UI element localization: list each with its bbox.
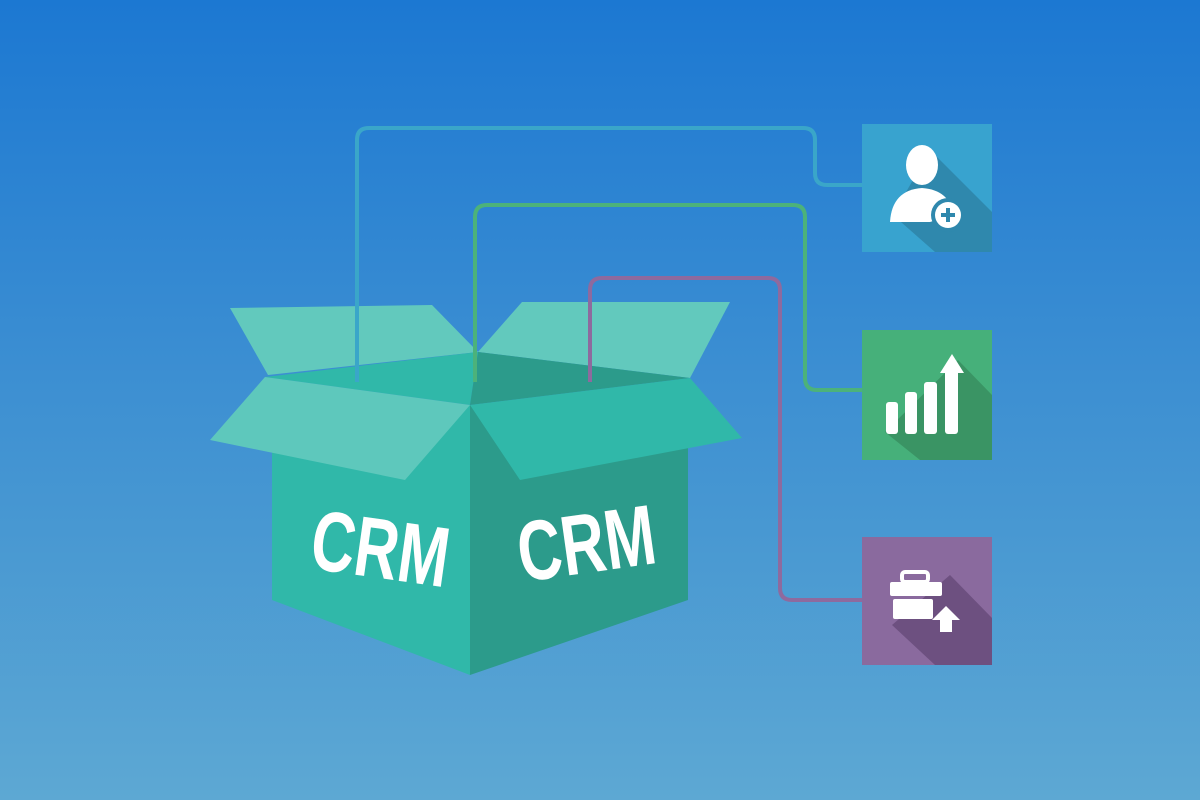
connector-line-blue	[355, 126, 862, 382]
crm-label-right: CRM	[511, 486, 661, 600]
growth-chart-tile[interactable]	[862, 330, 992, 460]
box-left-face	[272, 405, 470, 675]
connector-line-purple	[588, 276, 862, 602]
growth-chart-icon	[886, 354, 964, 434]
add-user-icon	[890, 145, 965, 232]
briefcase-upload-tile[interactable]	[862, 537, 992, 665]
box-interior-left	[265, 352, 478, 405]
connector-line-green	[473, 203, 862, 392]
crm-label-left: CRM	[305, 492, 455, 606]
add-user-tile[interactable]	[862, 124, 992, 252]
box-back-left-flap	[230, 305, 478, 375]
box-front-right-flap	[470, 378, 742, 480]
box-front-left-flap	[210, 377, 470, 480]
box-interior-right	[470, 352, 690, 405]
box-back-right-flap	[478, 302, 730, 378]
briefcase-upload-icon	[890, 570, 960, 632]
